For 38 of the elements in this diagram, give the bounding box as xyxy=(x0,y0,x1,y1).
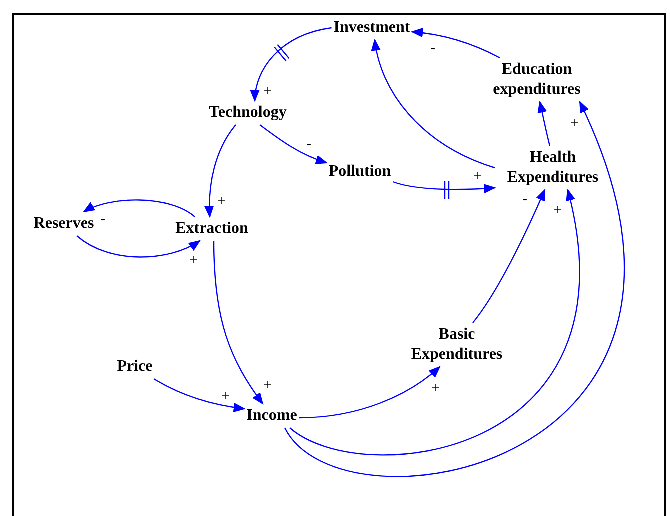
polarity-sign: + xyxy=(474,170,482,184)
causal-arrow xyxy=(154,378,246,412)
polarity-sign: - xyxy=(100,212,106,228)
polarity-sign: + xyxy=(222,390,230,404)
variable-label: Pollution xyxy=(328,162,392,182)
polarity-sign: + xyxy=(218,194,226,210)
causal-arrow xyxy=(372,38,496,169)
variable-label: Investment xyxy=(334,18,410,38)
causal-arrow xyxy=(250,27,332,102)
variable-label: Extraction xyxy=(176,219,248,239)
causal-arrow xyxy=(290,188,580,456)
variable-label: Education expenditures xyxy=(481,60,593,100)
variable-label: Income xyxy=(246,406,298,426)
causal-arrow xyxy=(284,100,625,477)
causal-arrow xyxy=(76,236,202,258)
polarity-sign: + xyxy=(264,84,272,100)
polarity-sign: - xyxy=(522,192,528,208)
causal-arrow xyxy=(260,124,328,164)
causal-arrow xyxy=(392,181,496,194)
causal-arrow xyxy=(472,188,546,324)
polarity-sign: + xyxy=(432,382,440,396)
variable-label: Health Expenditures xyxy=(497,148,609,188)
polarity-sign: - xyxy=(306,138,312,152)
causal-arrow xyxy=(299,366,441,419)
causal-arrow xyxy=(538,100,551,146)
variable-label: Price xyxy=(117,357,153,377)
causal-arrow xyxy=(82,200,196,218)
causal-arrow xyxy=(204,124,236,218)
causal-arrow xyxy=(213,241,264,405)
polarity-sign: + xyxy=(190,254,198,268)
polarity-sign: + xyxy=(554,204,562,218)
causal-arrow xyxy=(411,28,500,59)
variable-label: Technology xyxy=(209,103,287,123)
variable-label: Basic Expenditures xyxy=(401,325,513,365)
polarity-sign: + xyxy=(570,116,580,132)
variable-label: Reserves xyxy=(34,214,94,234)
polarity-sign: - xyxy=(430,42,436,56)
polarity-sign: + xyxy=(264,378,272,394)
